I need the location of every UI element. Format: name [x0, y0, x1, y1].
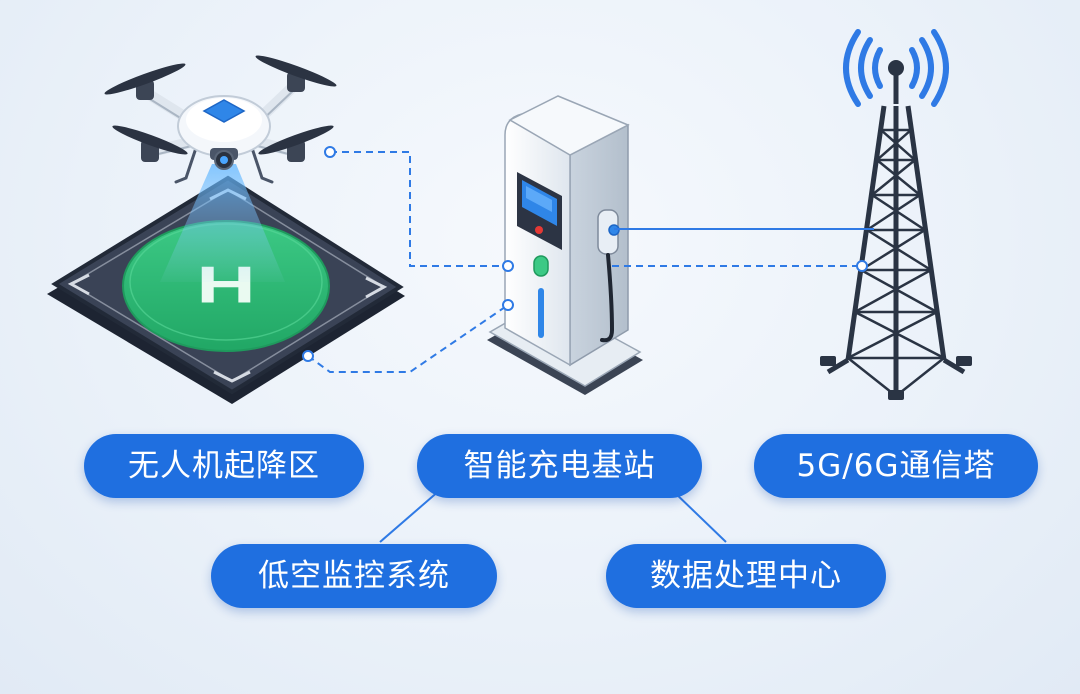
label-landing-area: 无人机起降区: [84, 434, 364, 498]
link-pad-station: [307, 304, 509, 373]
connection-lines: [307, 151, 874, 543]
label-charging-station: 智能充电基站: [417, 434, 702, 498]
connection-dots: [302, 146, 868, 362]
label-data-center: 数据处理中心: [606, 544, 886, 608]
station-red-indicator: [535, 226, 543, 234]
station-charging-cable: [600, 253, 615, 343]
link-charging-datacenter: [671, 489, 727, 543]
drone: [104, 55, 337, 282]
drone-status-panel: [202, 99, 246, 123]
station-green-light: [533, 255, 549, 277]
communication-tower: [820, 29, 972, 400]
drone-propellers: [104, 55, 337, 155]
station-blue-strip: [538, 288, 544, 338]
link-charging-monitor: [379, 489, 441, 543]
drone-scan-beam: [160, 164, 285, 282]
signal-waves-icon: [843, 29, 949, 107]
link-drone-station: [330, 151, 508, 267]
label-monitoring-system: 低空监控系统: [211, 544, 497, 608]
label-communication-tower: 5G/6G通信塔: [754, 434, 1038, 498]
charging-station: [487, 95, 643, 395]
